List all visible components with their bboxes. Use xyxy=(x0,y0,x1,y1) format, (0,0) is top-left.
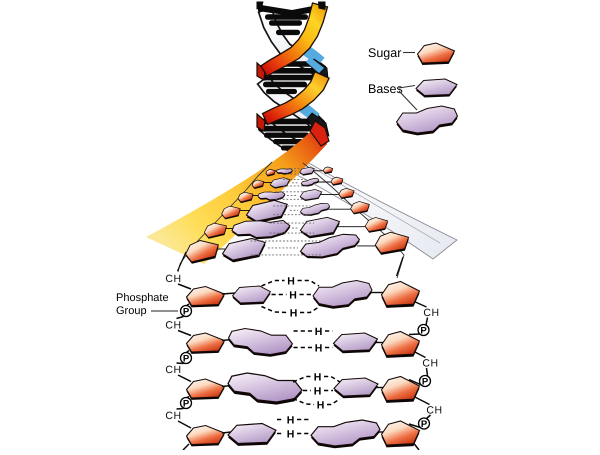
svg-text:H: H xyxy=(314,385,322,397)
svg-text:H: H xyxy=(315,326,323,338)
svg-text:P: P xyxy=(422,376,429,387)
svg-text:Bases: Bases xyxy=(368,82,403,96)
svg-text:H: H xyxy=(314,371,322,383)
svg-text:H: H xyxy=(317,399,325,411)
svg-text:CH: CH xyxy=(423,307,439,319)
svg-text:P: P xyxy=(421,419,428,430)
svg-text:CH: CH xyxy=(165,273,181,285)
svg-text:H: H xyxy=(290,307,298,319)
svg-text:H: H xyxy=(287,428,295,440)
svg-text:CH: CH xyxy=(165,319,181,331)
svg-text:CH: CH xyxy=(426,404,442,416)
svg-text:H: H xyxy=(315,342,323,354)
svg-text:H: H xyxy=(287,275,295,287)
svg-text:P: P xyxy=(183,353,190,364)
svg-text:CH: CH xyxy=(165,410,181,422)
svg-text:CH: CH xyxy=(165,364,181,376)
svg-text:P: P xyxy=(183,306,190,317)
svg-text:CH: CH xyxy=(422,357,438,369)
svg-text:H: H xyxy=(287,414,295,426)
svg-text:Group: Group xyxy=(116,305,147,317)
svg-text:Phosphate: Phosphate xyxy=(116,292,169,304)
svg-text:P: P xyxy=(420,325,427,336)
svg-text:H: H xyxy=(289,289,297,301)
svg-text:P: P xyxy=(183,398,190,409)
svg-text:Sugar: Sugar xyxy=(368,46,401,60)
